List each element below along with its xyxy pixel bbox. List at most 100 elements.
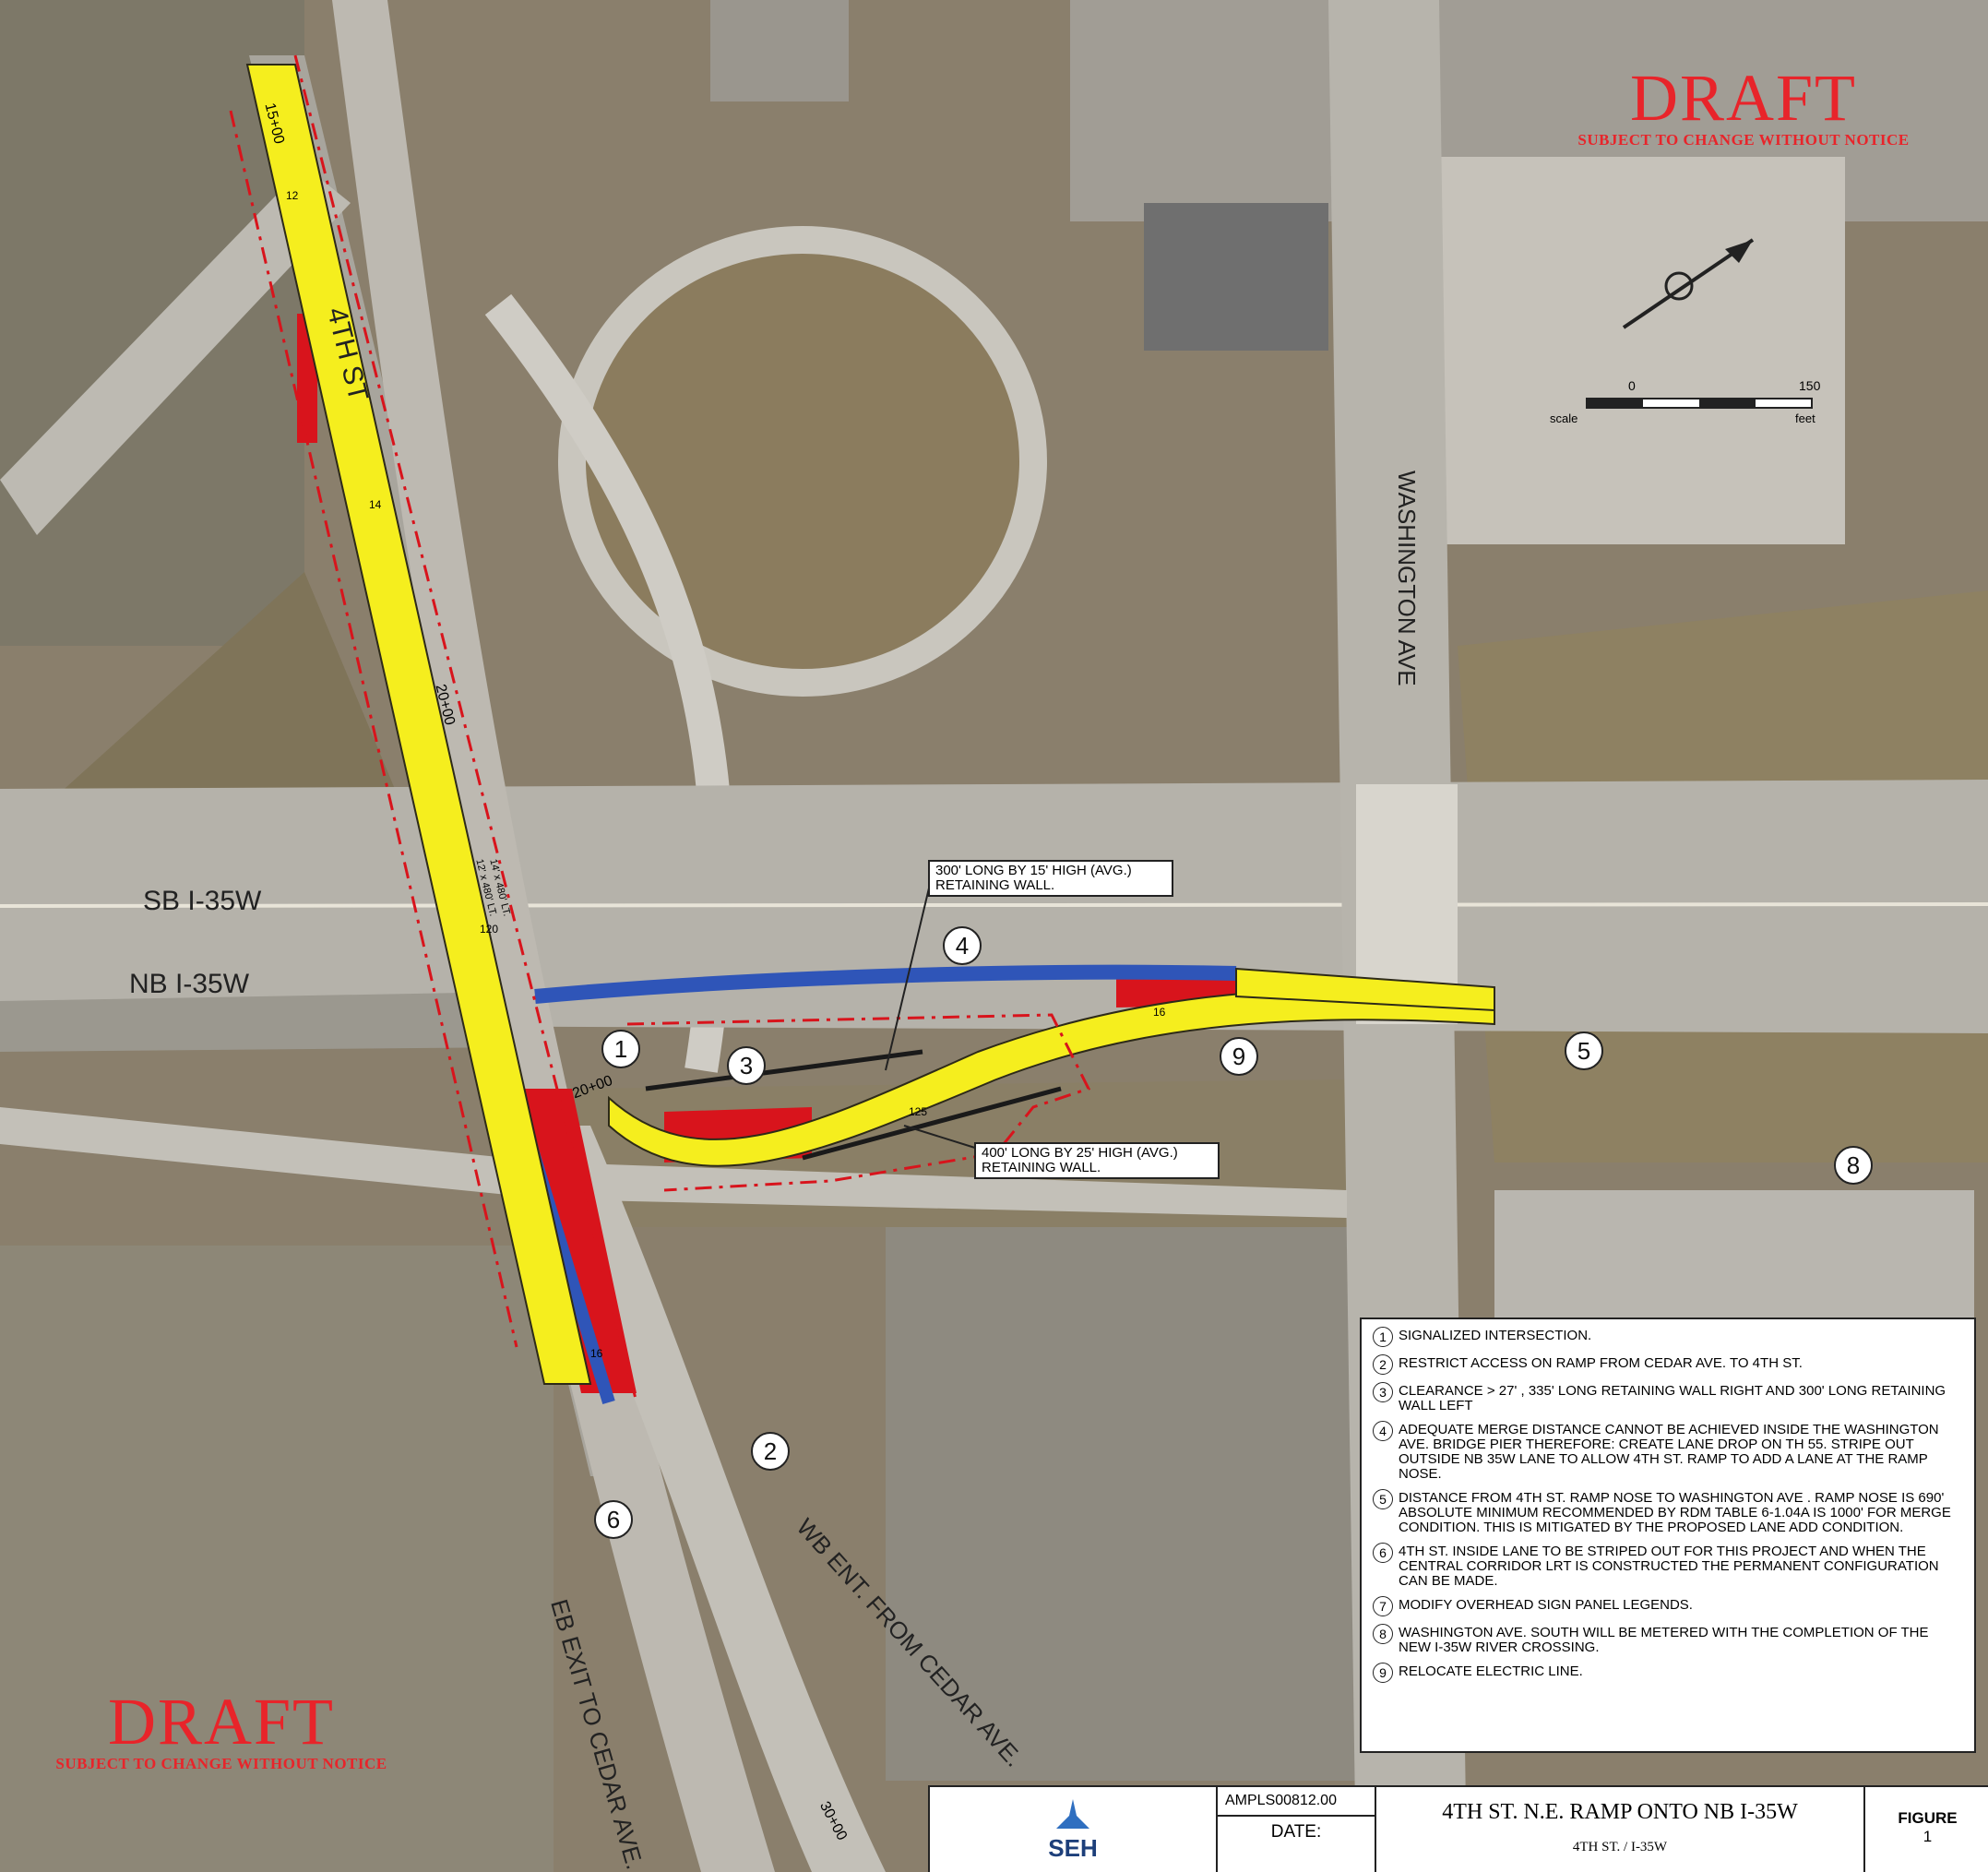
title-block-title-cell: 4TH ST. N.E. RAMP ONTO NB I-35W 4TH ST. … [1376,1787,1865,1872]
nw-viaduct [0,166,351,535]
scale-end-label: 150 [1799,378,1821,393]
proposed-merge-lane [1235,967,1495,1012]
city-block-sw [0,1246,554,1872]
marker-6: 6 [594,1500,633,1539]
limit-line-west [229,110,518,1348]
note-num: 3 [1373,1382,1393,1402]
marker-1: 1 [601,1030,640,1068]
label-nb-i35w: NB I-35W [129,969,250,999]
figure-label: FIGURE [1898,1809,1958,1827]
notes-legend: 1 SIGNALIZED INTERSECTION. 2 RESTRICT ACCE… [1360,1318,1976,1753]
title-block: SEH AMPLS00812.00 DATE: 4TH ST. N.E. RAM… [928,1785,1988,1872]
marker-4: 4 [943,926,982,965]
note-item: 6 4TH ST. INSIDE LANE TO BE STRIPED OUT F… [1373,1543,1963,1589]
loop-ramp [558,226,1047,697]
hatched-shoulder [0,992,517,1052]
scale-start-label: 0 [1628,378,1636,393]
seh-logo-text: SEH [1048,1833,1098,1862]
note-item: 7 MODIFY OVERHEAD SIGN PANEL LEGENDS. [1373,1596,1963,1616]
grass-loop [572,240,1033,683]
grass-west [18,572,397,830]
note-text: RELOCATE ELECTRIC LINE. [1399,1663,1583,1679]
proposed-ramp-onto-nb [608,988,1495,1167]
note-text: MODIFY OVERHEAD SIGN PANEL LEGENDS. [1399,1597,1693,1613]
width-16-b: 16 [590,1347,603,1360]
width-120: 120 [480,923,499,936]
draft-stamp-bottom-title: DRAFT [107,1685,336,1759]
note-text: SIGNALIZED INTERSECTION. [1399,1328,1592,1343]
note-item: 8 WASHINGTON AVE. SOUTH WILL BE METERED W… [1373,1624,1963,1655]
leader-wall-300 [885,876,933,1071]
draft-stamp-top-title: DRAFT [1629,61,1858,135]
note-item: 3 CLEARANCE > 27' , 335' LONG RETAINING W… [1373,1382,1963,1413]
note-item: 1 SIGNALIZED INTERSECTION. [1373,1327,1963,1347]
project-number: AMPLS00812.00 [1218,1787,1375,1817]
seh-logo-icon [1056,1798,1089,1829]
callout-wall-300: 300' LONG BY 15' HIGH (AVG.) RETAINING W… [928,860,1173,897]
marker-5: 5 [1565,1031,1603,1070]
city-block-se [886,1227,1365,1781]
draft-stamp-bottom: DRAFT SUBJECT TO CHANGE WITHOUT NOTICE [46,1688,397,1773]
scale-bar [1586,398,1813,409]
title-block-project-cell: AMPLS00812.00 DATE: [1218,1787,1376,1872]
leader-wall-400 [903,1125,979,1150]
note-text: DISTANCE FROM 4TH ST. RAMP NOSE TO WASHI… [1399,1490,1951,1535]
north-arrow [1622,238,1755,329]
width-125: 125 [909,1105,928,1118]
note-num: 9 [1373,1663,1393,1683]
marker-9: 9 [1220,1037,1258,1076]
figure-number: 1 [1923,1828,1933,1845]
building-top [710,0,849,101]
restripe-nb-lane [534,964,1237,1004]
note-num: 2 [1373,1354,1393,1375]
title-block-logo-cell: SEH [930,1787,1218,1872]
building-mid [1144,203,1328,351]
note-item: 9 RELOCATE ELECTRIC LINE. [1373,1663,1963,1683]
retaining-wall-left [645,1049,923,1091]
callout-wall-400: 400' LONG BY 25' HIGH (AVG.) RETAINING W… [974,1142,1220,1179]
limit-line-ramp [626,1013,1091,1192]
note-num: 6 [1373,1543,1393,1563]
note-item: 2 RESTRICT ACCESS ON RAMP FROM CEDAR AVE.… [1373,1354,1963,1375]
width-16-a: 16 [1153,1006,1166,1019]
draft-stamp-bottom-subtitle: SUBJECT TO CHANGE WITHOUT NOTICE [55,1755,387,1772]
note-text: RESTRICT ACCESS ON RAMP FROM CEDAR AVE. … [1399,1355,1803,1371]
note-num: 5 [1373,1489,1393,1509]
rail-corridor [332,0,775,1872]
marker-8: 8 [1834,1146,1873,1185]
note-text: WASHINGTON AVE. SOUTH WILL BE METERED WI… [1399,1625,1929,1655]
note-item: 4 ADEQUATE MERGE DISTANCE CANNOT BE ACHIE… [1373,1421,1963,1482]
note-num: 4 [1373,1421,1393,1441]
width-12: 12 [286,189,299,202]
note-item: 5 DISTANCE FROM 4TH ST. RAMP NOSE TO WASH… [1373,1489,1963,1535]
parking-lot-ne [1421,157,1845,544]
note-num: 8 [1373,1624,1393,1644]
limit-line-east [293,54,638,1403]
i35w-median [0,902,1988,908]
marker-2: 2 [751,1432,790,1471]
marker-3: 3 [727,1046,766,1085]
scale-left-label: scale [1550,411,1578,425]
frontage-road [0,1107,1347,1218]
draft-stamp-top-subtitle: SUBJECT TO CHANGE WITHOUT NOTICE [1577,131,1910,149]
label-washington-ave: WASHINGTON AVE [1393,471,1421,686]
draft-stamp-top: DRAFT SUBJECT TO CHANGE WITHOUT NOTICE [1568,65,1919,149]
note-text: CLEARANCE > 27' , 335' LONG RETAINING WA… [1399,1383,1946,1413]
retaining-wall-right [802,1086,1062,1161]
building-se [1494,1190,1974,1319]
note-num: 7 [1373,1596,1393,1616]
note-num: 1 [1373,1327,1393,1347]
title-block-figure-cell: FIGURE 1 [1865,1787,1988,1872]
width-14: 14 [369,498,382,511]
drawing-subtitle: 4TH ST. / I-35W [1572,1840,1668,1854]
note-text: ADEQUATE MERGE DISTANCE CANNOT BE ACHIEV… [1399,1422,1939,1482]
date-label: DATE: [1270,1822,1322,1842]
drawing-title: 4TH ST. N.E. RAMP ONTO NB I-35W [1442,1800,1798,1824]
scale-unit-label: feet [1795,411,1815,425]
note-text: 4TH ST. INSIDE LANE TO BE STRIPED OUT FO… [1399,1544,1939,1589]
proposed-fourth-st-lanes [245,64,592,1385]
removal-area-south [517,1089,637,1393]
label-sb-i35w: SB I-35W [143,886,262,916]
